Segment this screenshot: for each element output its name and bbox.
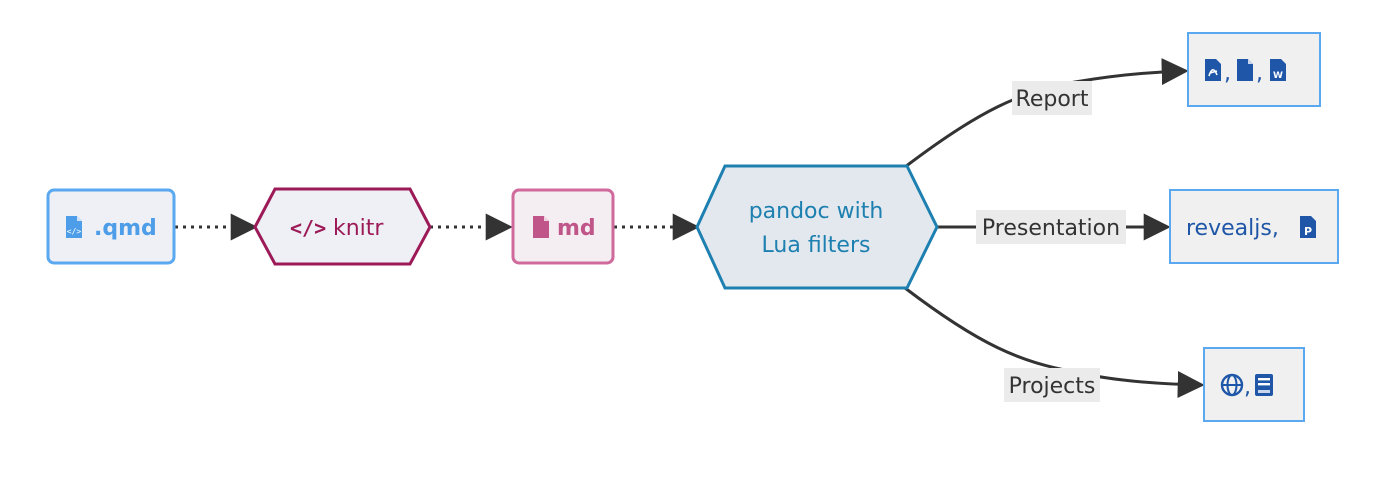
file-code-icon: </> [66,216,82,238]
node-report[interactable]: , , W [1187,32,1321,107]
node-qmd[interactable]: </> .qmd [46,188,176,265]
svg-text:P: P [1304,225,1312,238]
book-icon [1255,374,1273,396]
file-icon [533,216,549,238]
file-pdf-icon [1205,59,1221,81]
report-sep-1: , [1224,61,1231,86]
edge-label-presentation: Presentation [976,210,1126,244]
edge-label-report: Report [1012,81,1092,115]
svg-text:</>: </> [67,227,82,236]
node-projects[interactable]: , [1203,347,1305,422]
presentation-output-label: revealjs, [1186,216,1279,241]
projects-label: Projects [1009,374,1096,399]
node-pandoc[interactable]: pandoc with Lua filters [695,164,939,290]
projects-sep: , [1244,375,1251,400]
code-icon: </> [290,216,326,240]
file-icon [1237,59,1253,81]
svg-text:W: W [1273,71,1283,81]
file-powerpoint-icon: P [1300,216,1316,238]
globe-icon [1220,373,1244,397]
presentation-label: Presentation [982,216,1120,241]
pandoc-line2: Lua filters [762,233,871,258]
file-word-icon: W [1270,59,1286,81]
edge-label-projects: Projects [1004,368,1100,402]
report-sep-2: , [1256,61,1263,86]
node-presentation[interactable]: revealjs, P [1169,189,1339,264]
qmd-label: .qmd [94,216,157,241]
node-knitr[interactable]: </> knitr [253,187,432,266]
md-label: md [557,216,596,241]
node-md[interactable]: md [511,188,615,265]
report-label: Report [1016,87,1089,112]
knitr-label: knitr [333,216,384,241]
pandoc-line1: pandoc with [749,199,884,224]
